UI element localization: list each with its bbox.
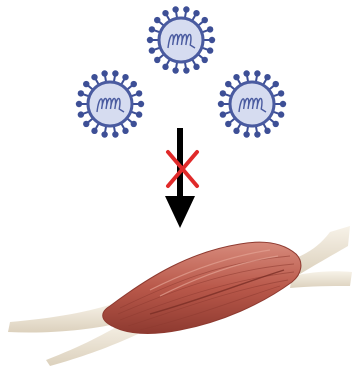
virus-group: [76, 6, 286, 137]
virus-spike-knob: [254, 70, 260, 76]
virus-spike-knob: [162, 10, 168, 16]
virus-spike-knob: [83, 121, 89, 127]
virus-spike-knob: [147, 37, 153, 43]
virus-spike-knob: [149, 47, 155, 53]
virus-spike-knob: [273, 121, 279, 127]
virus-spike-knob: [202, 57, 208, 63]
virus-spike-knob: [112, 131, 118, 137]
virus-spike-knob: [278, 90, 284, 96]
virus-spike-knob: [154, 57, 160, 63]
virus-spike-knob: [193, 10, 199, 16]
virus-spike-knob: [131, 121, 137, 127]
virus-spike-knob: [101, 131, 107, 137]
virus-spike-knob: [138, 101, 144, 107]
virus-spike-knob: [78, 90, 84, 96]
virus-spike-knob: [207, 47, 213, 53]
virus-spike-knob: [254, 131, 260, 137]
virus-spike-knob: [183, 6, 189, 12]
virus-spike-knob: [76, 101, 82, 107]
virus-capsid: [88, 82, 132, 126]
virus-spike-knob: [154, 17, 160, 23]
virus-spike-knob: [112, 70, 118, 76]
virus-spike-knob: [243, 131, 249, 137]
virus-capsid: [230, 82, 274, 126]
virus-spike-knob: [225, 81, 231, 87]
virus-spike-knob: [101, 70, 107, 76]
virus-spike-knob: [209, 37, 215, 43]
virus-spike-knob: [264, 74, 270, 80]
virus-spike-knob: [91, 74, 97, 80]
virus-spike-knob: [218, 101, 224, 107]
virus-spike-knob: [136, 111, 142, 117]
virus-spike-knob: [278, 111, 284, 117]
virus-spike-knob: [207, 26, 213, 32]
virus-spike-knob: [149, 26, 155, 32]
virus-capsid: [159, 18, 203, 62]
virus-spike-knob: [122, 74, 128, 80]
muscle-belly: [103, 242, 301, 333]
virus-spike-knob: [78, 111, 84, 117]
virus-spike-knob: [243, 70, 249, 76]
muscle-icon: [8, 226, 352, 366]
virus-particle-right: [218, 70, 286, 137]
virus-spike-knob: [220, 90, 226, 96]
virus-spike-knob: [273, 81, 279, 87]
virus-spike-knob: [122, 128, 128, 134]
virus-spike-knob: [172, 67, 178, 73]
virus-spike-knob: [136, 90, 142, 96]
virus-spike-knob: [83, 81, 89, 87]
virus-spike-knob: [183, 67, 189, 73]
virus-spike-knob: [131, 81, 137, 87]
virus-spike-knob: [225, 121, 231, 127]
virus-spike-knob: [233, 128, 239, 134]
virus-spike-knob: [193, 64, 199, 70]
virus-spike-knob: [233, 74, 239, 80]
virus-particle-left: [76, 70, 144, 137]
virus-spike-knob: [280, 101, 286, 107]
virus-spike-knob: [264, 128, 270, 134]
virus-spike-knob: [162, 64, 168, 70]
virus-spike-knob: [202, 17, 208, 23]
virus-spike-knob: [172, 6, 178, 12]
virus-particle-top: [147, 6, 215, 73]
virus-spike-knob: [220, 111, 226, 117]
virus-spike-knob: [91, 128, 97, 134]
